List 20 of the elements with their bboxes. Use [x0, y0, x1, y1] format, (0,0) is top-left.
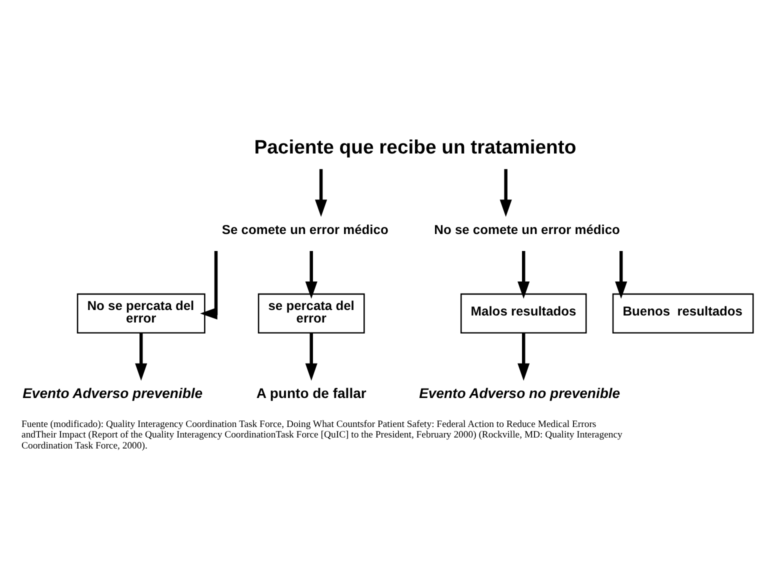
arrow [500, 168, 512, 216]
arrow [200, 250, 218, 320]
node-box: No se percata del error [76, 292, 206, 334]
node-text: No se comete un error médico [434, 221, 620, 236]
arrow [615, 250, 628, 298]
node-text: Evento Adverso no prevenible [419, 384, 620, 400]
arrow [315, 168, 328, 216]
arrow [135, 332, 148, 380]
arrow [305, 250, 318, 298]
node-box: Buenos resultados [612, 292, 754, 334]
arrow [518, 332, 530, 380]
node-box: Malos resultados [460, 292, 587, 334]
caption: Fuente (modificado): Quality Interagency Coordination Task Force, Doing What Countsfor Patient Safety: Federal Action to Reduce Medical Errors andTheir Impact (Report of the Quality Interagency CoordinationTask Force [QuIC] to the President, February 2000) (Rockville, MD: Quality Interagency Coordination Task Force, 2000). [22, 418, 622, 451]
node-text: Paciente que recibe un tratamiento [254, 136, 576, 158]
node-text: Evento Adverso prevenible [22, 384, 203, 400]
node-text: Se comete un error médico [222, 221, 388, 236]
node-box: se percata del error [258, 292, 365, 334]
arrow [305, 332, 318, 380]
node-text: A punto de fallar [256, 384, 366, 400]
arrow [518, 250, 530, 298]
